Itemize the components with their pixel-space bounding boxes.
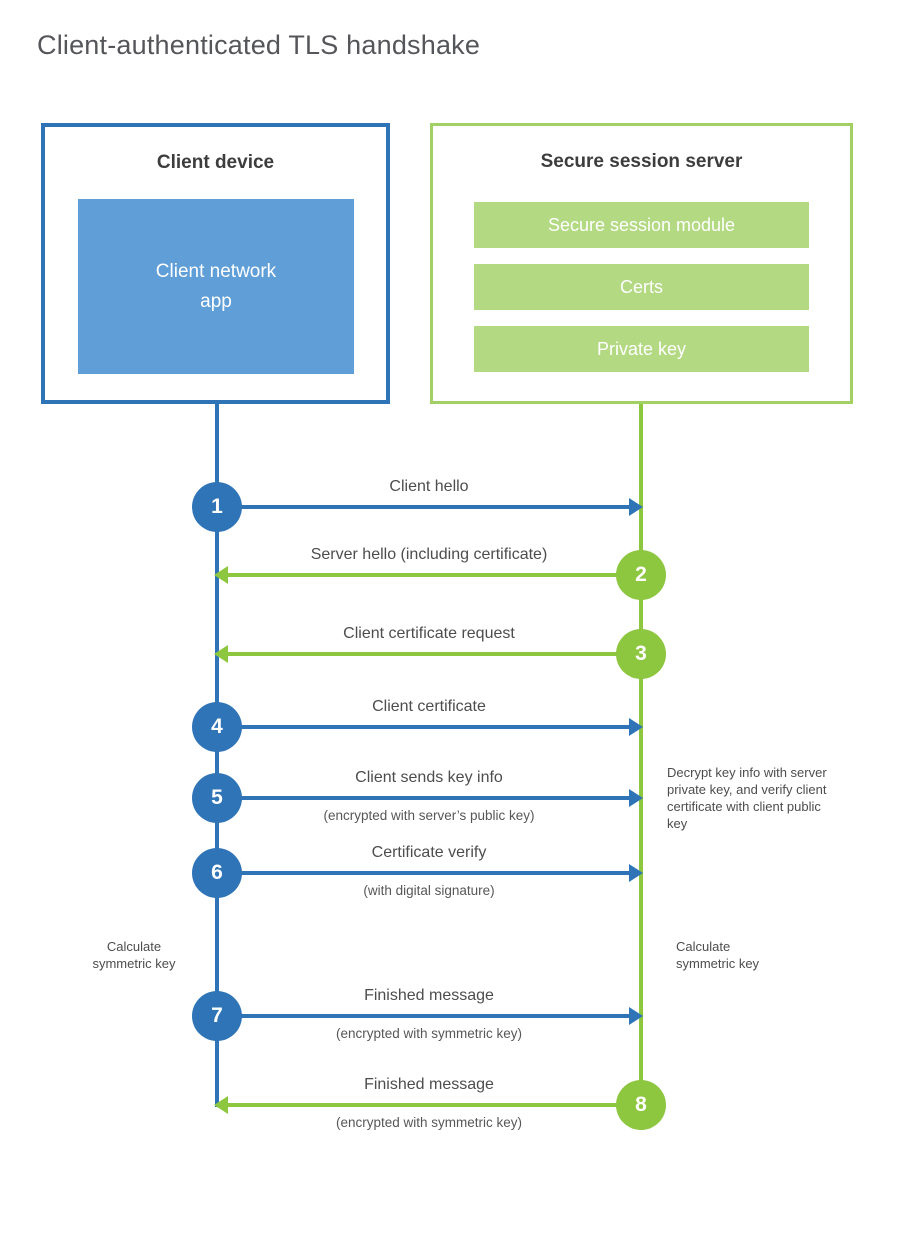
client-network-app-node: Client network app (78, 199, 354, 374)
server-module-bar: Certs (474, 264, 809, 310)
message-sublabel: (with digital signature) (363, 883, 495, 898)
server-module-bar: Secure session module (474, 202, 809, 248)
arrowhead-icon (629, 498, 643, 516)
step-number-badge: 7 (192, 991, 242, 1041)
message-sublabel: (encrypted with server’s public key) (323, 808, 535, 823)
server-module-bar: Private key (474, 326, 809, 372)
step-number-badge: 4 (192, 702, 242, 752)
message-label: Finished message (364, 987, 494, 1004)
message-label: Certificate verify (371, 844, 487, 861)
secure-session-server-box: Secure session server Secure session mod… (430, 123, 853, 404)
note-calc-symmetric-key-server: Calculate symmetric key (676, 938, 788, 972)
step-number-badge: 8 (616, 1080, 666, 1130)
message-sublabel: (encrypted with symmetric key) (335, 1026, 523, 1041)
message-arrow-line (228, 573, 641, 577)
message-arrow-line (217, 796, 630, 800)
message-arrow-line (228, 652, 641, 656)
message-label: Client certificate request (343, 625, 515, 642)
arrowhead-icon (214, 566, 228, 584)
arrowhead-icon (629, 1007, 643, 1025)
arrowhead-icon (629, 718, 643, 736)
message-arrow-line (217, 505, 630, 509)
arrowhead-icon (214, 1096, 228, 1114)
server-lifeline (639, 404, 643, 1130)
message-label: Finished message (364, 1076, 494, 1093)
arrowhead-icon (214, 645, 228, 663)
note-decrypt-key-info: Decrypt key info with server private key… (667, 765, 827, 831)
step-number-badge: 1 (192, 482, 242, 532)
message-arrow-line (217, 725, 630, 729)
client-lifeline (215, 404, 219, 1107)
step-number-badge: 5 (192, 773, 242, 823)
client-device-box: Client device Client network app (41, 123, 390, 404)
step-number-badge: 2 (616, 550, 666, 600)
note-calc-symmetric-key-client: Calculate symmetric key (78, 938, 190, 972)
message-label: Server hello (including certificate) (310, 546, 548, 563)
page-title: Client-authenticated TLS handshake (37, 30, 481, 60)
message-label: Client certificate (372, 698, 486, 715)
secure-session-server-title: Secure session server (540, 151, 743, 172)
message-arrow-line (217, 871, 630, 875)
client-network-app-label: Client network app (155, 261, 277, 312)
note-line: Calculate (676, 939, 731, 954)
message-arrow-line (228, 1103, 641, 1107)
message-label: Client hello (389, 478, 469, 495)
message-sublabel: (encrypted with symmetric key) (335, 1115, 523, 1130)
note-line: Calculate (106, 939, 162, 954)
arrowhead-icon (629, 864, 643, 882)
note-line: symmetric key (92, 956, 176, 971)
note-line: symmetric key (676, 956, 760, 971)
client-device-title: Client device (156, 152, 275, 173)
arrowhead-icon (629, 789, 643, 807)
message-arrow-line (217, 1014, 630, 1018)
message-label: Client sends key info (355, 769, 503, 786)
step-number-badge: 3 (616, 629, 666, 679)
step-number-badge: 6 (192, 848, 242, 898)
